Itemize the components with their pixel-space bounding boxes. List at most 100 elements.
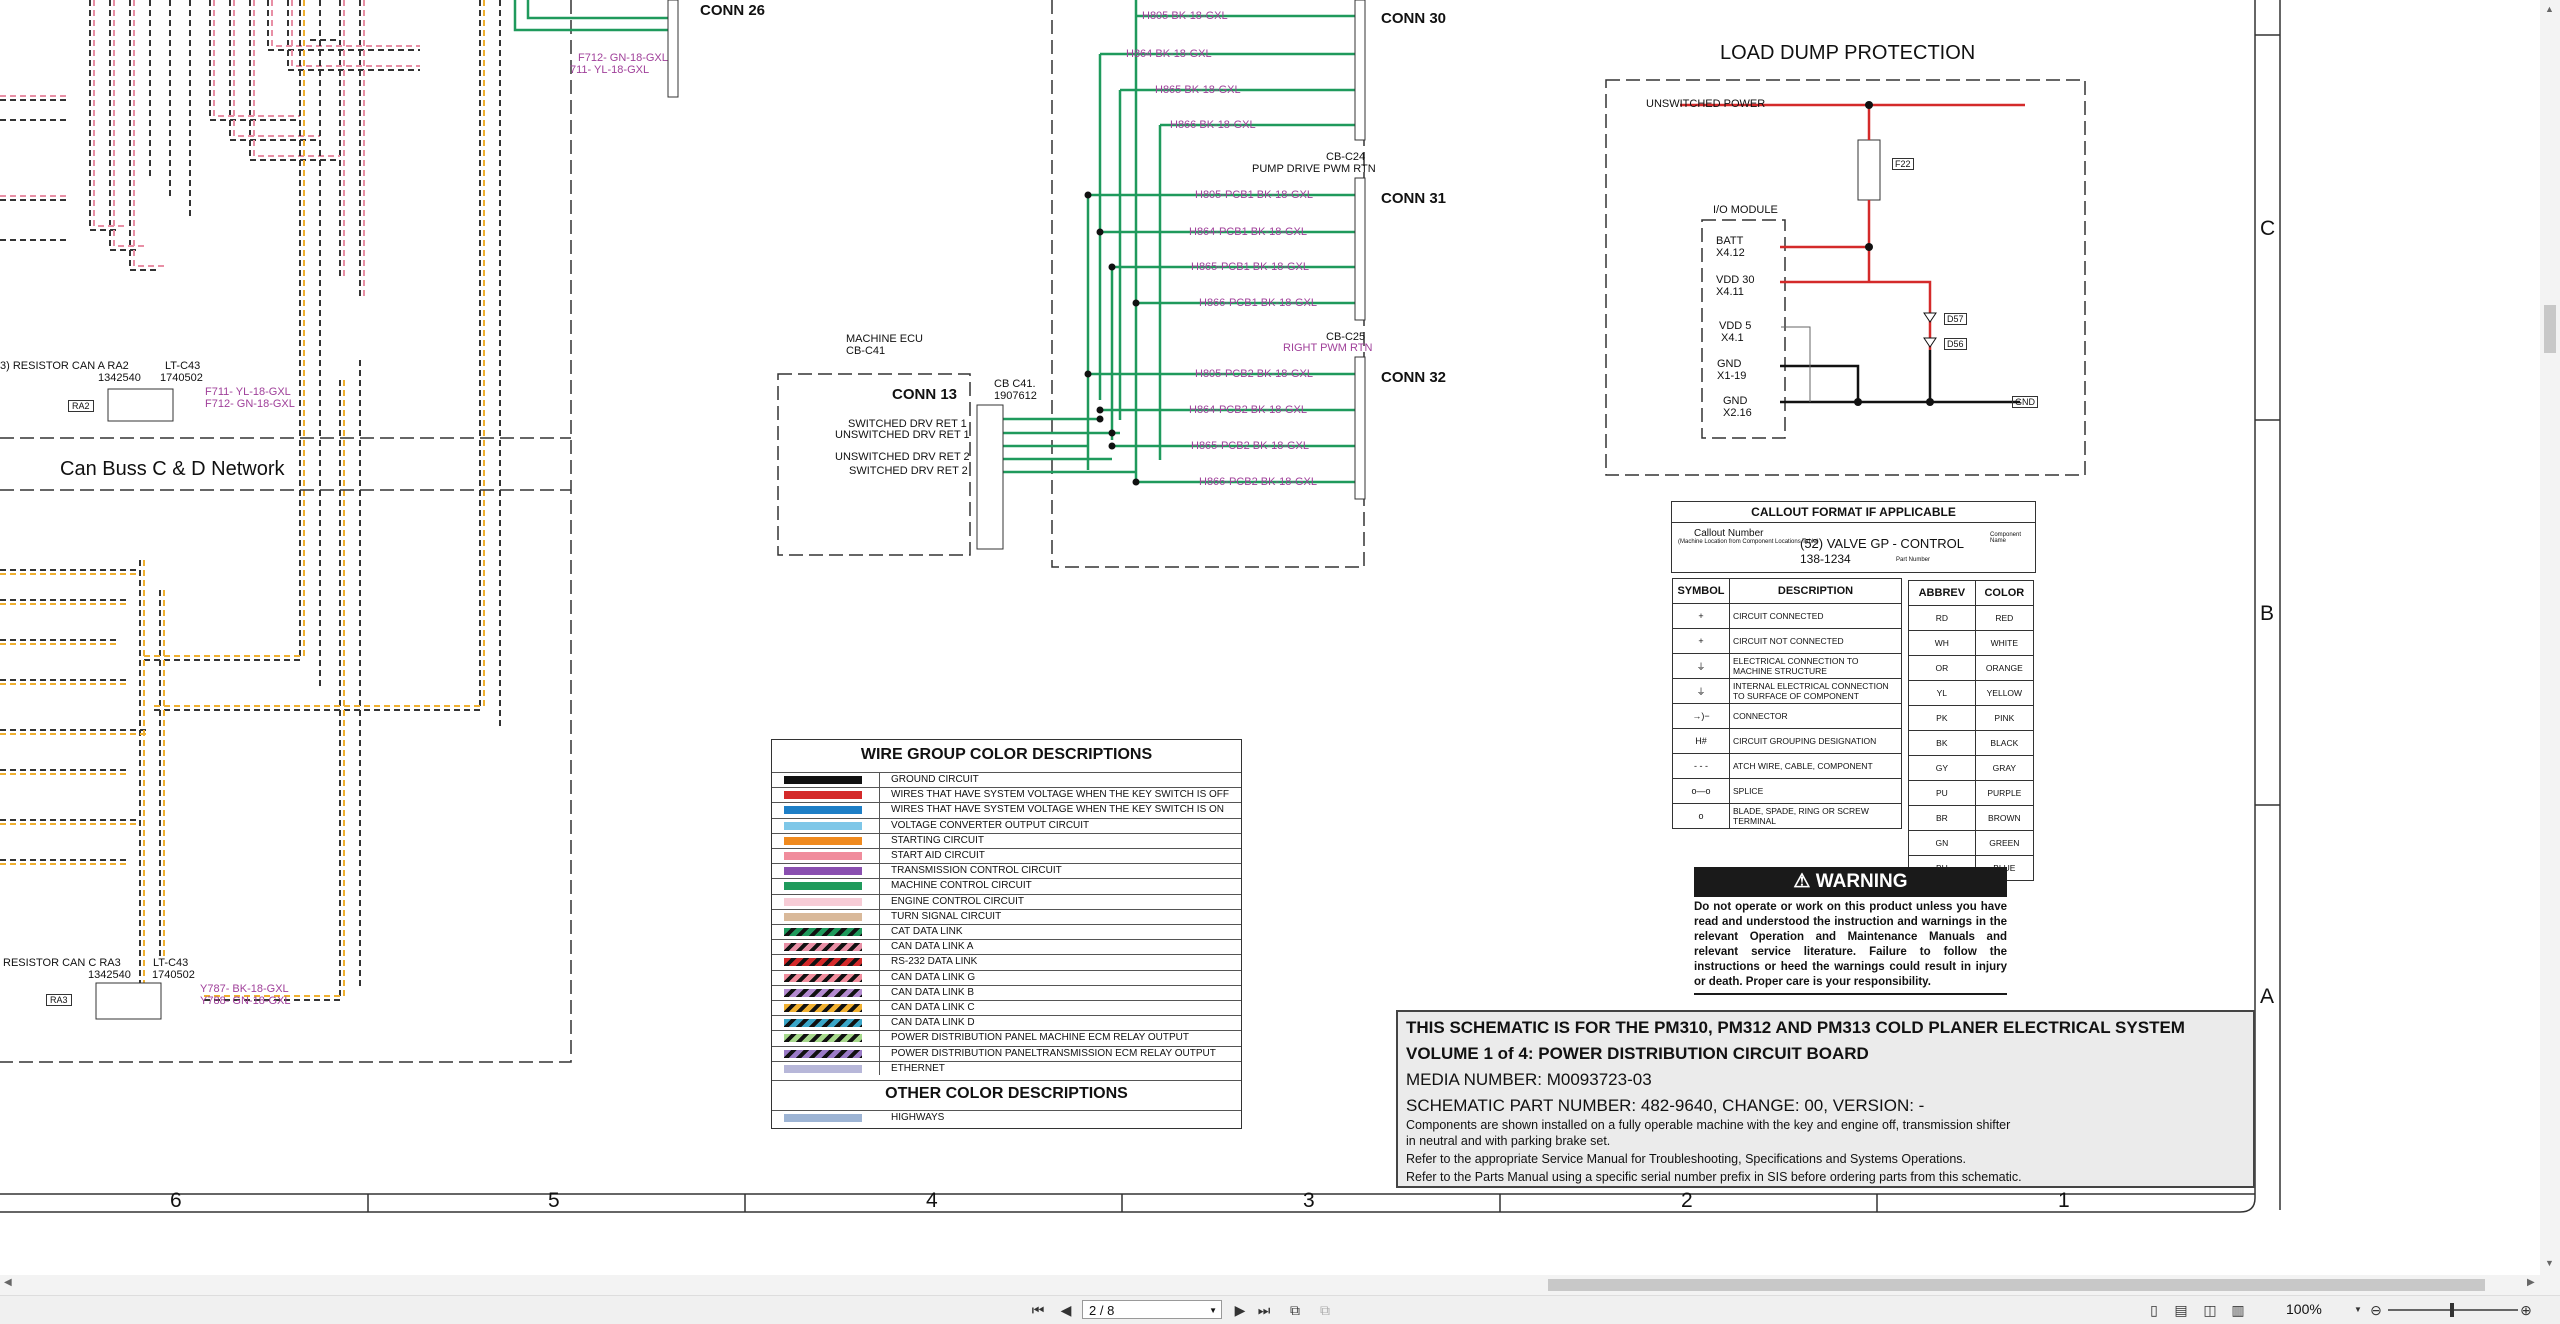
last-page-icon[interactable]: ⏭ [1257,1302,1271,1318]
abbrev-code: WH [1908,630,1976,656]
abbrev-code: BR [1908,805,1976,831]
warning-bar: ⚠ WARNING [1694,867,2007,897]
wire-group-row: CAN DATA LINK B [772,984,1241,1001]
row-a: A [2260,985,2275,1008]
symbol-glyph: o—o [1672,778,1730,804]
zoom-value[interactable]: 100% [2286,1301,2322,1317]
zoom-slider-thumb[interactable] [2450,1303,2454,1317]
gnd2-pin: X2.16 [1723,407,1752,419]
scroll-up-arrow-icon[interactable]: ▲ [2545,4,2554,14]
wire-group-row: VOLTAGE CONVERTER OUTPUT CIRCUIT [772,817,1241,834]
column-6: 6 [170,1189,182,1212]
facing-view-icon[interactable]: ◫ [2203,1302,2217,1318]
copy-page-icon[interactable]: ⧉ [1290,1302,1300,1318]
abbrev-color: BROWN [1974,805,2035,831]
first-page-icon[interactable]: ⏮ [1031,1302,1045,1318]
row-c: C [2260,217,2276,240]
abbrev-code: OR [1908,655,1976,681]
lt-c-wire-2: Y788- GN-18-GXL [200,995,291,1007]
warning-triangle-icon: ⚠ [1793,871,1816,892]
conn26-wire-1: F712- GN-18-GXL [578,52,668,64]
wire-color-swatch [784,852,862,860]
conn32-header: CB-C25 [1326,331,1366,343]
wire-group-label: TRANSMISSION CONTROL CIRCUIT [891,865,1062,877]
scroll-down-arrow-icon[interactable]: ▼ [2545,1258,2554,1268]
conn13-pin-1: SWITCHED DRV RET 1 [848,418,967,430]
column-4: 4 [926,1189,938,1212]
abbrev-header: ABBREV [1908,580,1976,606]
wire-group-row: TRANSMISSION CONTROL CIRCUIT [772,863,1241,879]
conn32-wire-3: H865-PCB2 BK-18-GXL [1191,440,1309,452]
wire-color-swatch [784,973,862,982]
zoom-in-icon[interactable]: ⊕ [2520,1302,2532,1318]
title-line-5: Components are shown installed on a full… [1406,1118,2011,1132]
symbol-row: +CIRCUIT CONNECTED [1672,603,1902,629]
symbol-table: SYMBOL DESCRIPTION +CIRCUIT CONNECTED+CI… [1672,578,1902,829]
zoom-slider[interactable] [2388,1303,2518,1317]
wire-group-label: WIRES THAT HAVE SYSTEM VOLTAGE WHEN THE … [891,789,1230,801]
zoom-out-icon[interactable]: ⊖ [2370,1302,2382,1318]
wire-group-label: ENGINE CONTROL CIRCUIT [891,895,1024,907]
warning-box: ⚠ WARNING Do not operate or work on this… [1694,867,2007,995]
previous-page-icon[interactable]: ◀ [1060,1302,1072,1318]
zoom-dropdown-icon[interactable]: ▼ [2354,1305,2362,1314]
symbol-description: SPLICE [1729,778,1902,804]
wire-group-row: POWER DISTRIBUTION PANELTRANSMISSION ECM… [772,1045,1241,1062]
gnd-tag: GND [2012,396,2038,408]
symbol-description: CIRCUIT NOT CONNECTED [1729,628,1902,654]
title-line-6: in neutral and with parking brake set. [1406,1134,1611,1148]
resistor-a-tag: RA2 [68,400,94,412]
lt-a-part: 1740502 [160,372,203,384]
conn30-wire-2: H864 BK-18-GXL [1126,48,1212,60]
can-network-label: Can Buss C & D Network [60,458,285,480]
wire-group-row: ETHERNET [772,1060,1241,1077]
page-number-field[interactable]: 2 / 8 ▼ [1082,1300,1222,1319]
wire-color-swatch [784,1114,862,1122]
conn30-title: CONN 30 [1381,10,1447,27]
wire-group-label: VOLTAGE CONVERTER OUTPUT CIRCUIT [891,819,1090,831]
page-dropdown-icon[interactable]: ▼ [1209,1306,1217,1315]
conn26-wire-2: 711- YL-18-GXL [570,64,650,76]
symbol-glyph: H# [1672,728,1730,754]
scroll-right-arrow-icon[interactable]: ▶ [2527,1277,2535,1288]
wire-group-label: START AID CIRCUIT [891,850,985,861]
wire-group-label: HIGHWAYS [891,1112,945,1123]
paste-page-icon[interactable]: ⧉ [1320,1302,1330,1318]
vdd30-label: VDD 30 [1716,274,1755,286]
next-page-icon[interactable]: ▶ [1234,1302,1246,1318]
abbrev-code: GY [1908,755,1976,781]
continuous-view-icon[interactable]: ▤ [2174,1302,2188,1318]
wire-group-row: CAN DATA LINK C [772,1000,1241,1016]
vertical-scrollbar[interactable]: ▲ ▼ [2540,0,2560,1275]
symbol-description: ELECTRICAL CONNECTION TO MACHINE STRUCTU… [1729,653,1902,679]
wire-group-label: TURN SIGNAL CIRCUIT [891,910,1002,922]
scroll-left-arrow-icon[interactable]: ◀ [4,1277,12,1288]
vertical-scroll-thumb[interactable] [2544,305,2556,353]
symbol-glyph: - - - [1672,753,1730,779]
single-page-view-icon[interactable]: ▯ [2150,1302,2158,1318]
wire-group-label: GROUND CIRCUIT [891,774,979,785]
abbrev-color: YELLOW [1974,680,2035,706]
diode-d56-label: D56 [1944,338,1967,350]
gnd1-pin: X1-19 [1717,370,1747,382]
viewer-toolbar: ⏮ ◀ 2 / 8 ▼ ▶ ⏭ ⧉ ⧉ ▯ ▤ ◫ ▥ 100% ▼ ⊖ ⊕ [0,1295,2560,1324]
wire-color-swatch [784,988,862,997]
symbol-row: +CIRCUIT NOT CONNECTED [1672,628,1902,654]
wire-color-swatch [784,836,862,845]
abbrev-code: GN [1908,830,1976,856]
horizontal-scrollbar[interactable]: ◀ ▶ [0,1275,2560,1295]
column-3: 3 [1303,1189,1315,1212]
vdd5-label: VDD 5 [1719,320,1752,332]
callout-part-example: 138-1234 [1800,552,1851,566]
wire-group-row: CAN DATA LINK D [772,1015,1241,1031]
wire-color-swatch [784,1004,862,1012]
wire-group-row: GROUND CIRCUIT [772,772,1241,788]
horizontal-scroll-thumb[interactable] [1548,1279,2485,1291]
conn13-pin-2: UNSWITCHED DRV RET 1 [835,429,970,441]
batt-label: BATT [1716,235,1744,247]
wire-color-swatch [784,1019,862,1028]
facing-continuous-view-icon[interactable]: ▥ [2231,1302,2245,1318]
conn13-cb: CB C41. [994,378,1036,390]
symbol-description: CIRCUIT CONNECTED [1729,603,1902,629]
